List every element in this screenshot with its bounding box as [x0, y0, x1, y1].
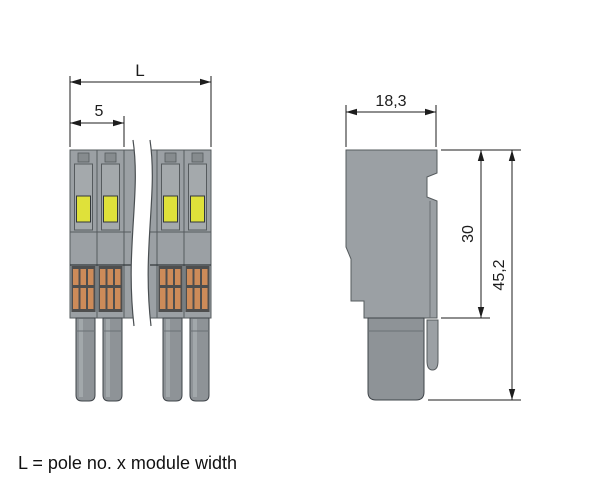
side-view: 18,3 30 45,2	[345, 93, 521, 401]
dim-label-5: 5	[95, 103, 104, 120]
dim-label-18-3: 18,3	[375, 93, 406, 110]
contact	[88, 269, 94, 309]
contact	[175, 269, 181, 309]
pin	[102, 317, 123, 402]
vent-slot	[191, 152, 204, 163]
dimension-depth: 18,3	[345, 93, 437, 147]
actuation-lever	[76, 195, 91, 223]
contact	[100, 269, 106, 309]
arrowhead	[70, 78, 81, 86]
arrowhead	[346, 108, 357, 116]
locking-latch	[426, 319, 439, 371]
pin-highlight	[106, 319, 110, 397]
pole	[185, 152, 210, 312]
pins	[75, 317, 210, 402]
pole	[158, 152, 183, 312]
arrowhead	[508, 389, 516, 400]
arrowhead	[477, 150, 485, 161]
arrowhead	[508, 150, 516, 161]
contact	[167, 269, 173, 309]
side-housing	[345, 149, 438, 319]
contact-split	[71, 285, 96, 288]
actuation-lever	[163, 195, 178, 223]
formula-footnote: L = pole no. x module width	[18, 453, 237, 473]
contact	[107, 269, 113, 309]
contact	[115, 269, 121, 309]
arrowhead	[70, 119, 81, 127]
arrowhead	[477, 307, 485, 318]
contact	[194, 269, 200, 309]
actuation-lever	[190, 195, 205, 223]
vent-slot	[104, 152, 117, 163]
vent-slot	[164, 152, 177, 163]
contact-split	[158, 285, 183, 288]
arrowhead	[425, 108, 436, 116]
arrowhead	[113, 119, 124, 127]
arrowhead	[200, 78, 211, 86]
contact	[73, 269, 79, 309]
break-line	[147, 139, 153, 327]
dimension-module-width: 5	[70, 103, 125, 147]
pin-highlight	[193, 319, 197, 397]
pole	[98, 152, 123, 312]
contact	[80, 269, 86, 309]
contact-split	[185, 285, 210, 288]
dimension-total-height: 45,2	[428, 150, 521, 401]
dim-label-30: 30	[460, 225, 477, 243]
pin-highlight	[166, 319, 170, 397]
contact-split	[98, 285, 123, 288]
dimension-body-height: 30	[441, 149, 521, 319]
pin-highlight	[79, 319, 83, 397]
vent-slot	[77, 152, 90, 163]
break-line	[130, 139, 136, 327]
side-pin	[367, 317, 425, 401]
break-band	[131, 140, 153, 326]
contact	[202, 269, 208, 309]
contact	[160, 269, 166, 309]
pole	[71, 152, 96, 312]
pin	[75, 317, 96, 402]
dimension-overall-width: L	[69, 61, 212, 147]
dim-label-L: L	[135, 61, 144, 80]
pin	[162, 317, 183, 402]
actuation-lever	[103, 195, 118, 223]
contact	[187, 269, 193, 309]
pin	[189, 317, 210, 402]
dim-label-45-2: 45,2	[491, 259, 508, 290]
front-view: L 5	[69, 61, 212, 402]
